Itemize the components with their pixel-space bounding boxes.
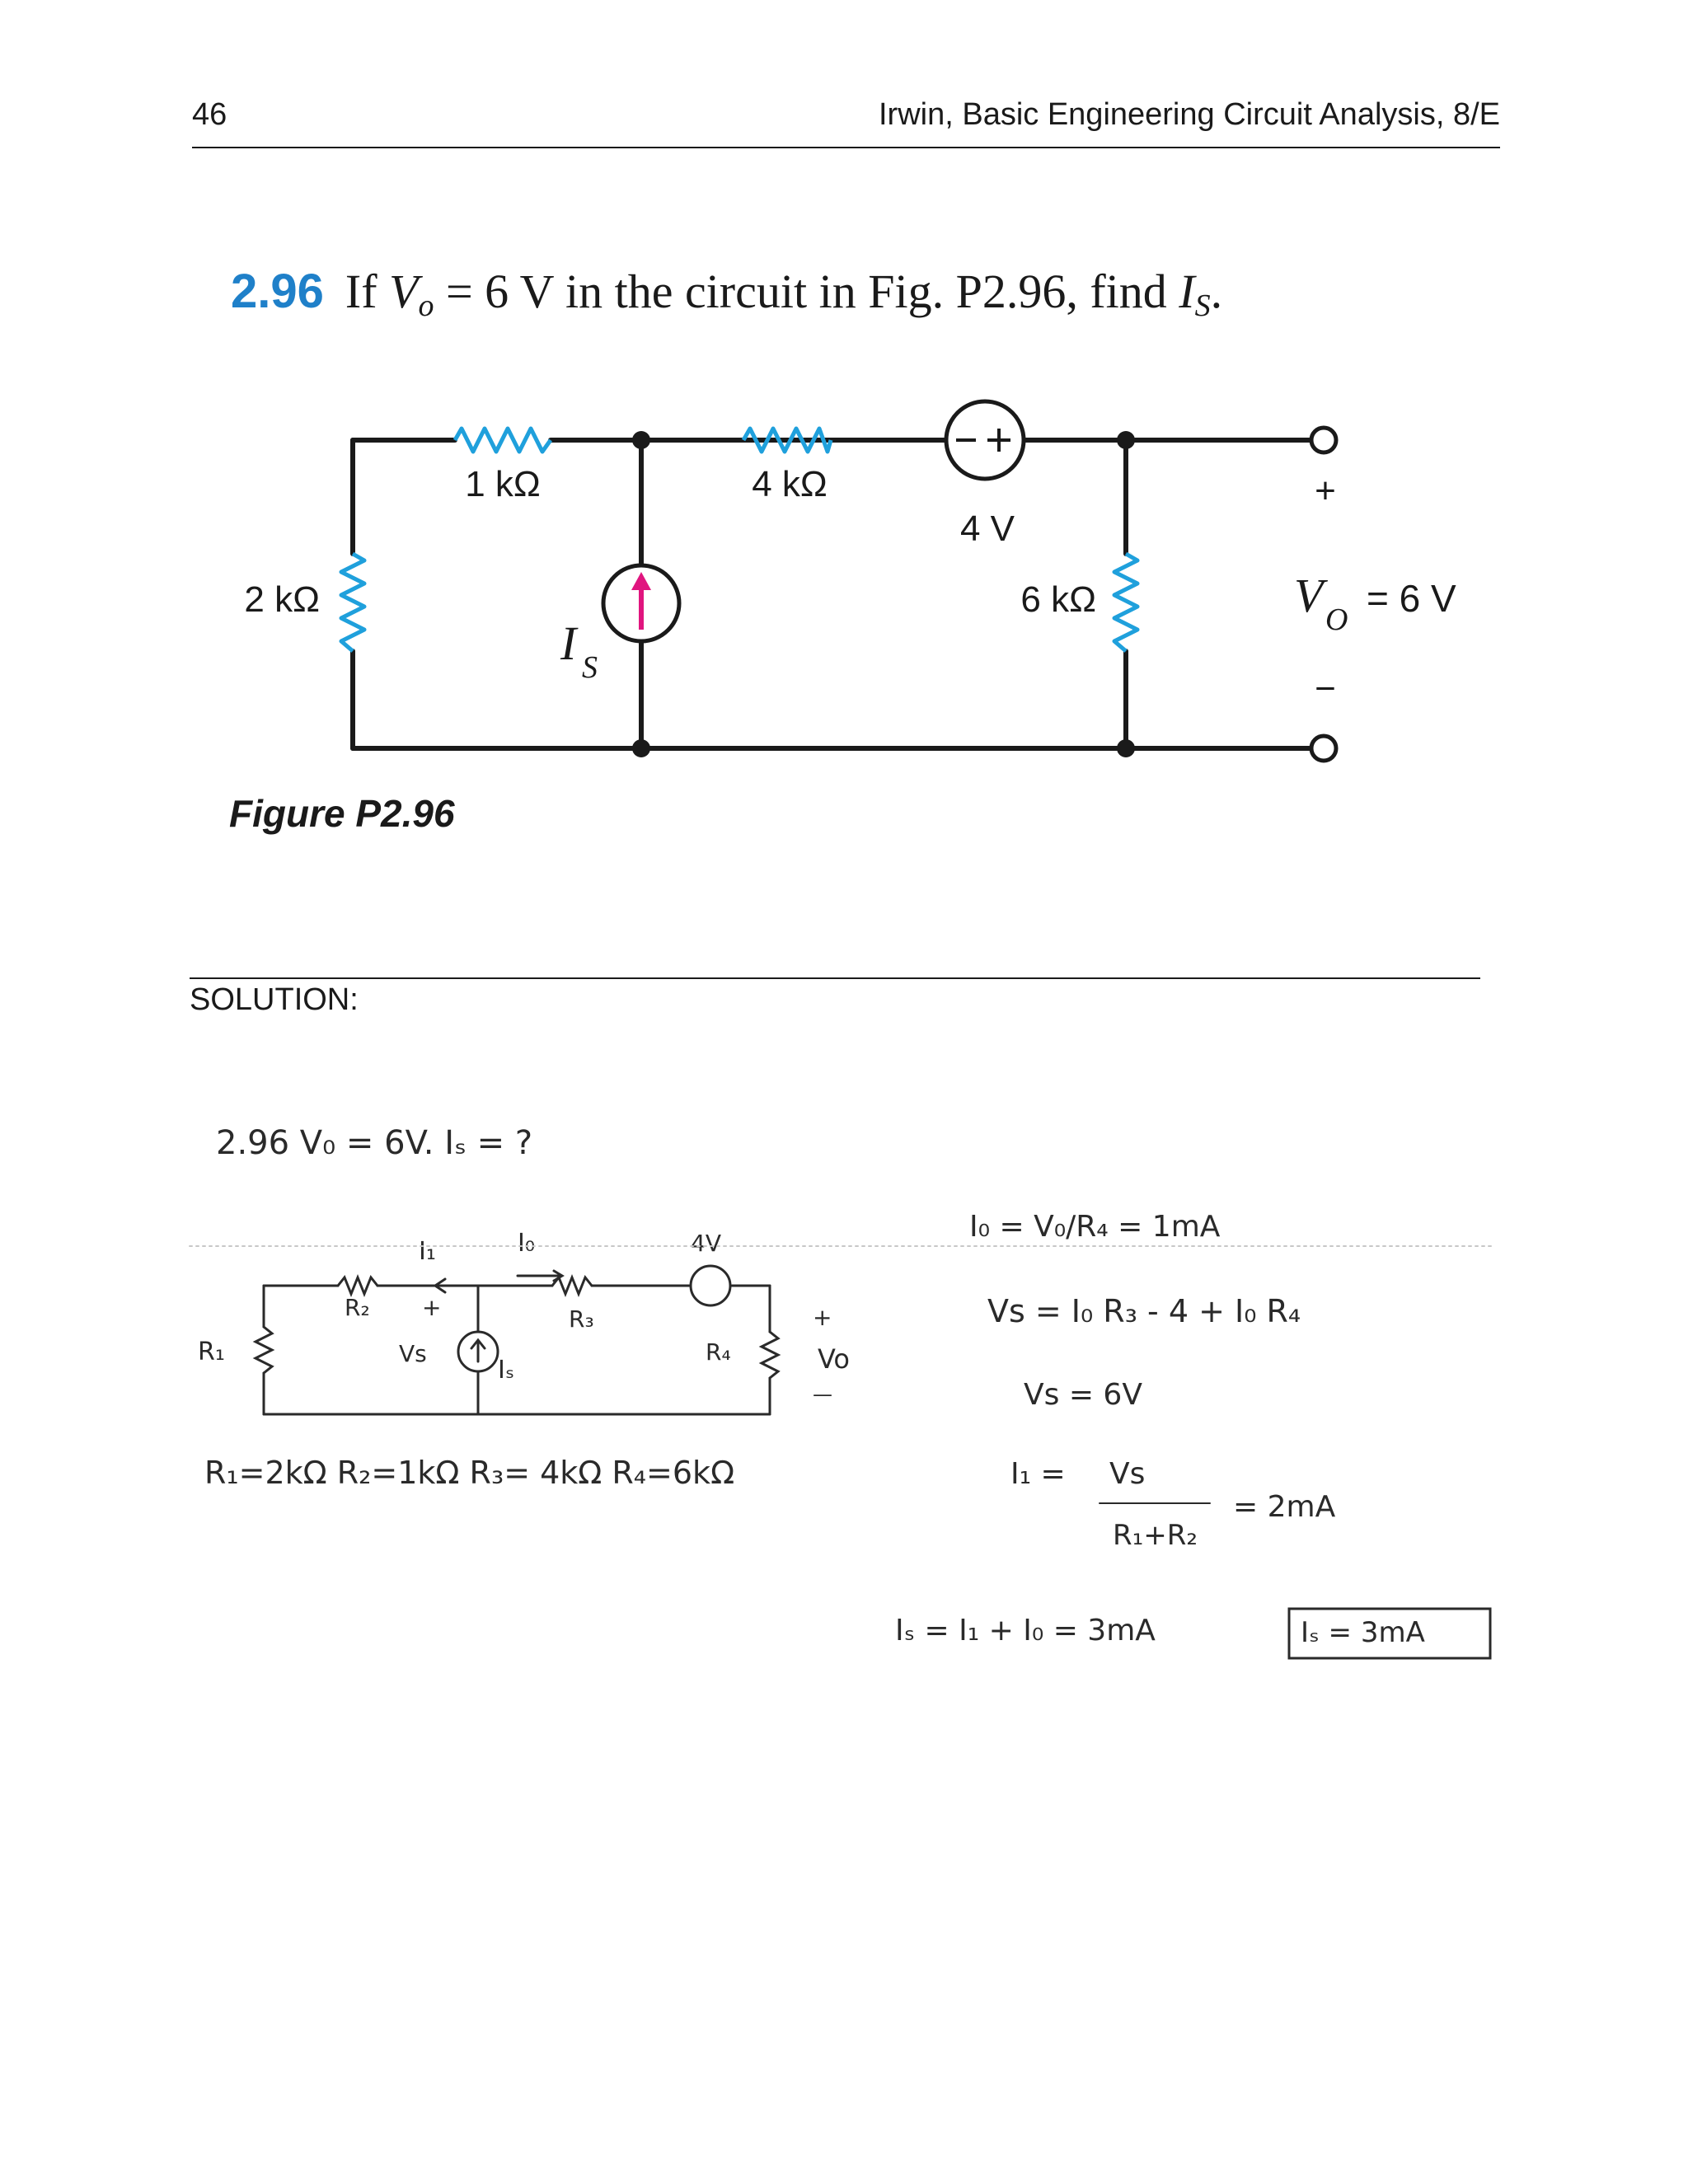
label-plus: + xyxy=(1315,471,1336,511)
resistor-2k xyxy=(339,551,367,653)
voltage-source-4v xyxy=(944,399,1026,481)
hw-eq2: Vs = I₀ R₃ - 4 + I₀ R₄ xyxy=(987,1293,1301,1329)
hw-r2: R₂ xyxy=(345,1294,370,1321)
var-v: V xyxy=(389,265,419,318)
problem-text-before: If xyxy=(345,265,390,318)
label-vo-value: = 6 V xyxy=(1367,577,1456,620)
resistor-4k xyxy=(741,426,833,454)
hw-eq1: I₀ = V₀/R₄ = 1mA xyxy=(969,1210,1221,1244)
running-header: Irwin, Basic Engineering Circuit Analysi… xyxy=(879,97,1500,132)
label-vo: V xyxy=(1294,569,1329,622)
hw-text: 2.96 V₀ = 6V. Iₛ = ? I₁ I₀ 4V R₂ + R₃ R₁… xyxy=(198,1124,1425,1649)
figure-italic-labels: I S V O xyxy=(560,569,1348,685)
label-4k: 4 kΩ xyxy=(752,464,828,504)
output-terminals xyxy=(1309,425,1339,763)
label-4v: 4 V xyxy=(960,509,1015,549)
label-is: I xyxy=(560,616,579,670)
hw-eq5: Iₛ = I₁ + I₀ = 3mA xyxy=(895,1614,1156,1647)
hw-is: Iₛ xyxy=(498,1356,514,1385)
figure-labels: 1 kΩ 4 kΩ 4 V 2 kΩ 6 kΩ + − xyxy=(244,464,1335,709)
hw-r4: R₄ xyxy=(706,1338,731,1366)
hw-values-line: R₁=2kΩ R₂=1kΩ R₃= 4kΩ R₄=6kΩ xyxy=(204,1455,734,1491)
problem-text-end: . xyxy=(1210,265,1223,318)
current-source-is xyxy=(601,563,682,644)
problem-text-middle: = 6 V in the circuit in Fig. P2.96, find xyxy=(434,265,1179,318)
solution-rule xyxy=(190,977,1480,979)
label-is-sub: S xyxy=(582,650,598,685)
problem-statement: 2.96 If Vo = 6 V in the circuit in Fig. P… xyxy=(231,264,1222,324)
hw-eq3: Vs = 6V xyxy=(1024,1378,1142,1412)
var-v-sub: o xyxy=(418,288,434,323)
label-minus: − xyxy=(1315,668,1336,709)
hw-io: I₀ xyxy=(518,1229,535,1258)
junction-dots xyxy=(632,431,1135,757)
resistor-6k xyxy=(1112,551,1140,653)
hw-i1: I₁ xyxy=(419,1237,436,1266)
solution-label: SOLUTION: xyxy=(190,982,359,1017)
problem-number: 2.96 xyxy=(231,265,324,318)
hw-r1: R₁ xyxy=(198,1338,225,1366)
hw-eq4-rhs: = 2mA xyxy=(1233,1490,1336,1524)
label-vo-sub: O xyxy=(1325,602,1348,637)
hw-vo-plus: + xyxy=(813,1304,832,1331)
label-2k: 2 kΩ xyxy=(244,579,320,620)
hw-4v: 4V xyxy=(691,1230,721,1257)
hw-r3: R₃ xyxy=(569,1305,594,1333)
page-number: 46 xyxy=(192,97,227,132)
var-i-sub: S xyxy=(1194,288,1211,323)
hw-vo: Vo xyxy=(818,1343,850,1375)
hw-eq4-den: R₁+R₂ xyxy=(1113,1519,1198,1552)
hw-plus: + xyxy=(422,1294,441,1321)
var-i: I xyxy=(1179,265,1195,318)
hw-eq4-num: Vs xyxy=(1109,1457,1145,1491)
hw-answer: Iₛ = 3mA xyxy=(1301,1616,1425,1649)
resistor-1k xyxy=(452,426,553,454)
label-6k: 6 kΩ xyxy=(1020,579,1096,620)
hw-eq4-lhs: I₁ = xyxy=(1010,1457,1066,1491)
hw-vs: Vs xyxy=(399,1340,427,1367)
hw-vo-minus: — xyxy=(813,1383,832,1406)
header-rule xyxy=(192,147,1500,148)
figure-caption: Figure P2.96 xyxy=(229,792,455,835)
label-1k: 1 kΩ xyxy=(465,464,541,504)
resistors xyxy=(339,426,1140,653)
hw-heading: 2.96 V₀ = 6V. Iₛ = ? xyxy=(216,1124,532,1162)
hw-sketch-lines xyxy=(189,1245,1493,1660)
